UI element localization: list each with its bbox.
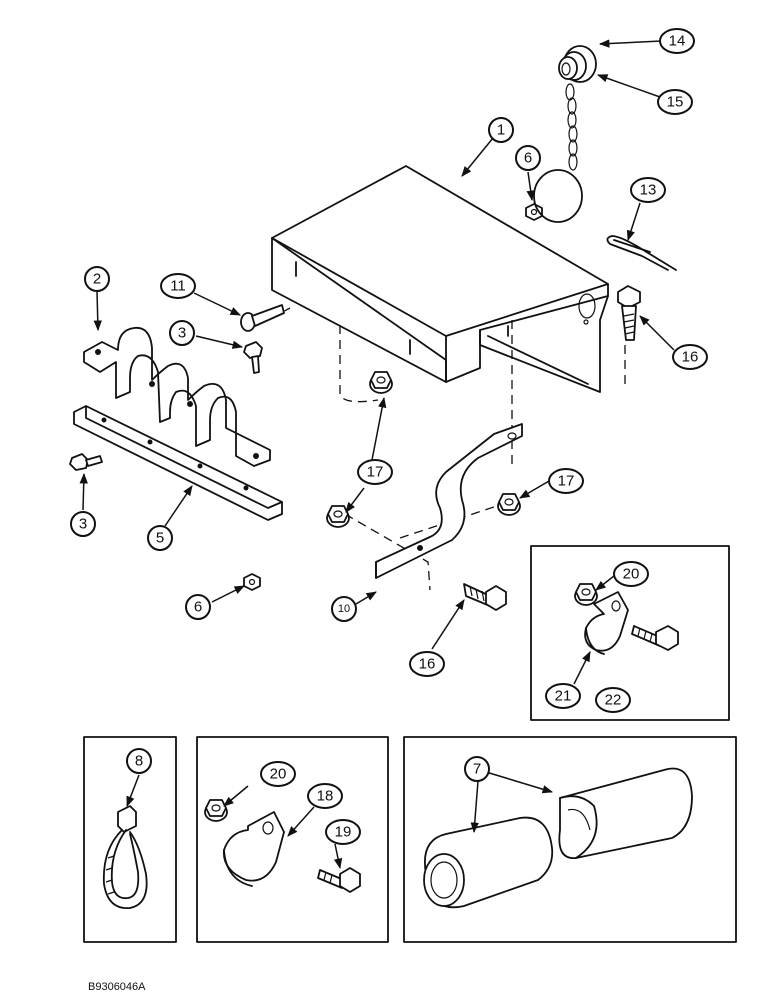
callout-label: 13 <box>640 182 657 199</box>
callout-3: 3 <box>169 320 195 346</box>
callout-label: 3 <box>79 516 87 533</box>
callout-label: 8 <box>135 753 143 770</box>
cover-shield-part <box>271 165 609 393</box>
callout-label: 16 <box>682 349 699 366</box>
cap-with-chain-part <box>533 45 597 223</box>
callout-label: 20 <box>623 566 640 583</box>
callout-label: 22 <box>605 692 622 709</box>
flange-bolt-part-a <box>617 285 641 341</box>
callout-label: 17 <box>367 464 384 481</box>
hose-sleeve-part <box>423 767 693 909</box>
callout-16: 16 <box>409 651 445 677</box>
flange-bolt-part-b <box>463 583 507 611</box>
callout-label: 2 <box>93 271 101 288</box>
callout-2: 2 <box>84 266 110 292</box>
screw-part-a <box>243 341 263 374</box>
callout-6: 6 <box>185 594 211 620</box>
p-clamp-part-b <box>223 811 285 887</box>
callout-label: 1 <box>497 122 505 139</box>
callout-11: 11 <box>160 273 196 299</box>
triple-clamp-part <box>83 326 271 467</box>
support-bracket-part <box>375 423 523 579</box>
callout-label: 18 <box>317 788 334 805</box>
callout-7: 7 <box>464 756 490 782</box>
callout-22: 22 <box>595 687 631 713</box>
small-nut-part-b <box>243 573 261 591</box>
p-clamp-part-a <box>584 591 629 655</box>
callout-17: 17 <box>548 468 584 494</box>
flange-nut-part-e <box>204 799 228 822</box>
flange-nut-part-c <box>497 493 521 516</box>
callout-3: 3 <box>70 511 96 537</box>
callout-label: 6 <box>524 150 532 167</box>
callout-label: 19 <box>335 824 352 841</box>
callout-5: 5 <box>147 525 173 551</box>
hose-sleeve-box <box>403 736 737 943</box>
drawing-reference-number: B9306046A <box>88 981 146 993</box>
callout-20: 20 <box>613 561 649 587</box>
callout-label: 15 <box>667 94 684 111</box>
callout-8: 8 <box>126 748 152 774</box>
callout-6: 6 <box>515 145 541 171</box>
leader-lines <box>79 39 675 870</box>
callout-20: 20 <box>260 761 296 787</box>
flange-nut-part-d <box>574 583 598 606</box>
flange-nut-part-a <box>369 371 393 394</box>
callout-label: 21 <box>555 688 572 705</box>
callout-21: 21 <box>545 683 581 709</box>
callout-15: 15 <box>657 89 693 115</box>
callout-17: 17 <box>357 459 393 485</box>
cable-tie-part <box>102 805 148 909</box>
callout-14: 14 <box>659 28 695 54</box>
callout-label: 16 <box>419 656 436 673</box>
callout-label: 6 <box>194 599 202 616</box>
callout-label: 14 <box>669 33 686 50</box>
screw-part-b <box>69 453 103 471</box>
callout-13: 13 <box>630 177 666 203</box>
callout-label: 20 <box>270 766 287 783</box>
callout-label: 7 <box>473 761 481 778</box>
cable-tie-box <box>83 736 177 943</box>
callout-16: 16 <box>672 344 708 370</box>
callouts: 1 2 3 3 5 6 6 7 8 10 11 13 14 15 16 16 17 17 18 19 20 20 21 22 <box>70 28 708 845</box>
callout-label: 11 <box>170 278 186 295</box>
cotter-pin-part <box>606 235 677 271</box>
flange-bolt-part-d <box>317 867 361 893</box>
callout-label: 3 <box>178 325 186 342</box>
clamp-kit-box-a <box>530 545 730 721</box>
flange-bolt-part-c <box>631 625 679 651</box>
flange-nut-part-b <box>326 505 350 528</box>
carriage-bolt-part <box>240 304 285 332</box>
callout-18: 18 <box>307 783 343 809</box>
callout-label: 17 <box>558 473 575 490</box>
mounting-strap-part <box>73 405 283 521</box>
callout-label: 10 <box>338 603 350 615</box>
callout-label: 5 <box>156 530 164 547</box>
clamp-kit-box-b <box>196 736 389 943</box>
callout-19: 19 <box>325 819 361 845</box>
callout-10: 10 <box>331 596 357 622</box>
callout-1: 1 <box>488 117 514 143</box>
